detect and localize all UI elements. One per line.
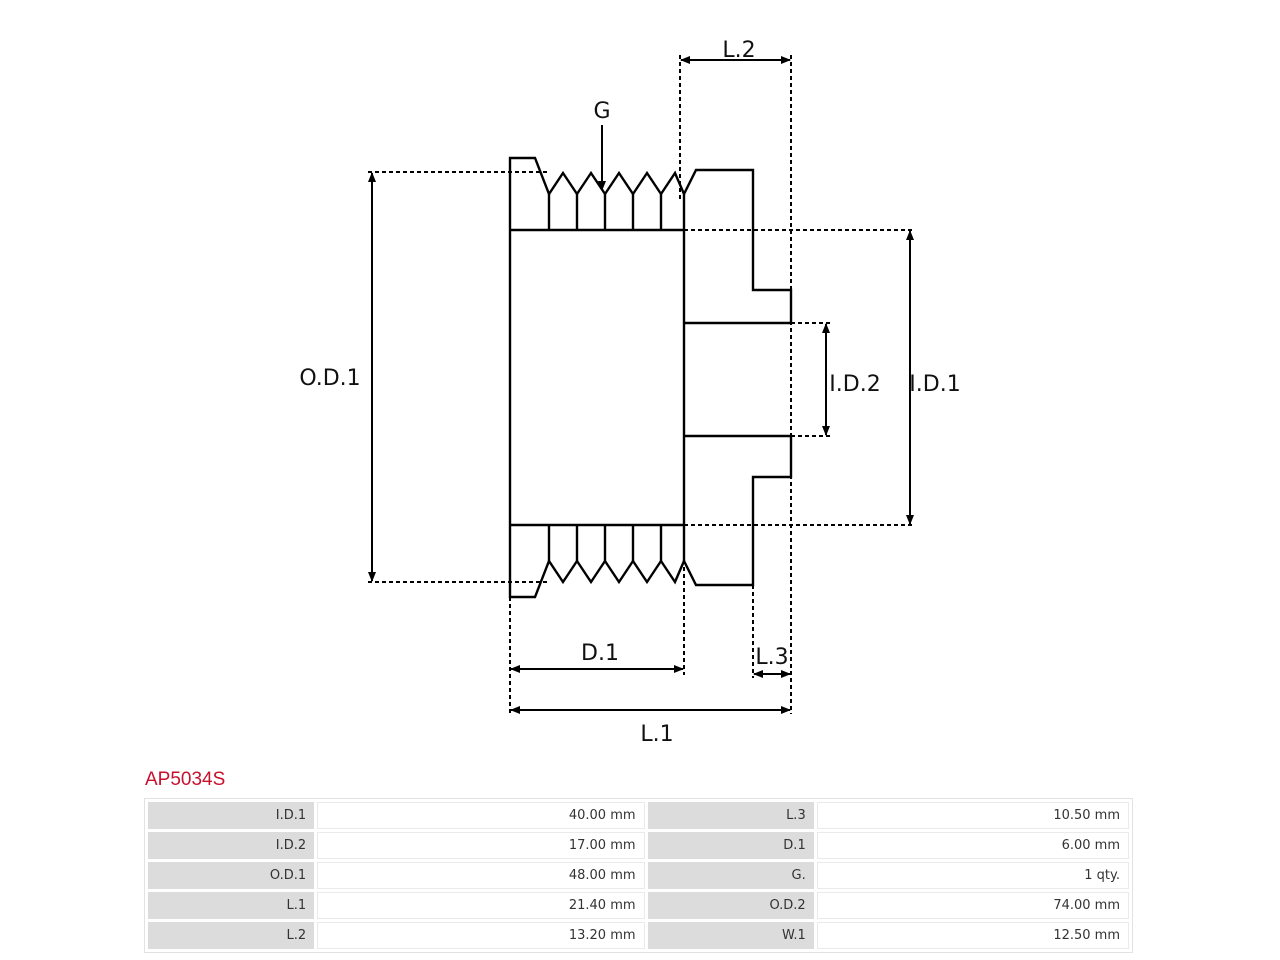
table-row: L.2 13.20 mm W.1 12.50 mm	[148, 922, 1129, 949]
spec-value: 1 qty.	[816, 862, 1129, 889]
spec-value: 12.50 mm	[816, 922, 1129, 949]
table-row: O.D.1 48.00 mm G. 1 qty.	[148, 862, 1129, 889]
label-l1: L.1	[640, 722, 673, 747]
table-row: L.1 21.40 mm O.D.2 74.00 mm	[148, 892, 1129, 919]
label-id2: I.D.2	[829, 372, 880, 397]
dimension-labels: L.2 G O.D.1 I.D.2 I.D.1 D.1 L.3 L.1	[299, 38, 960, 747]
spec-key: L.1	[148, 892, 315, 919]
label-g: G	[593, 99, 610, 124]
spec-key: L.2	[148, 922, 315, 949]
spec-key: D.1	[647, 832, 814, 859]
spec-key: O.D.1	[148, 862, 315, 889]
spec-value: 21.40 mm	[317, 892, 645, 919]
spec-key: I.D.2	[148, 832, 315, 859]
label-id1: I.D.1	[909, 372, 960, 397]
table-row: I.D.2 17.00 mm D.1 6.00 mm	[148, 832, 1129, 859]
spec-key: W.1	[647, 922, 814, 949]
table-row: I.D.1 40.00 mm L.3 10.50 mm	[148, 802, 1129, 829]
spec-key: I.D.1	[148, 802, 315, 829]
spec-key: G.	[647, 862, 814, 889]
spec-value: 13.20 mm	[317, 922, 645, 949]
spec-value: 6.00 mm	[816, 832, 1129, 859]
extension-lines	[368, 55, 915, 714]
specifications-table: I.D.1 40.00 mm L.3 10.50 mm I.D.2 17.00 …	[144, 798, 1133, 953]
pulley-outline	[508, 156, 793, 599]
pulley-technical-drawing: L.2 G O.D.1 I.D.2 I.D.1 D.1 L.3 L.1	[299, 38, 960, 747]
spec-key: O.D.2	[647, 892, 814, 919]
spec-value: 10.50 mm	[816, 802, 1129, 829]
spec-key: L.3	[647, 802, 814, 829]
spec-value: 74.00 mm	[816, 892, 1129, 919]
dimension-arrows	[368, 56, 914, 714]
label-l2: L.2	[722, 38, 755, 63]
spec-value: 48.00 mm	[317, 862, 645, 889]
label-od1: O.D.1	[299, 366, 360, 391]
label-d1: D.1	[581, 641, 619, 666]
spec-value: 17.00 mm	[317, 832, 645, 859]
spec-value: 40.00 mm	[317, 802, 645, 829]
label-l3: L.3	[755, 645, 788, 670]
part-number-title: AP5034S	[145, 769, 226, 790]
